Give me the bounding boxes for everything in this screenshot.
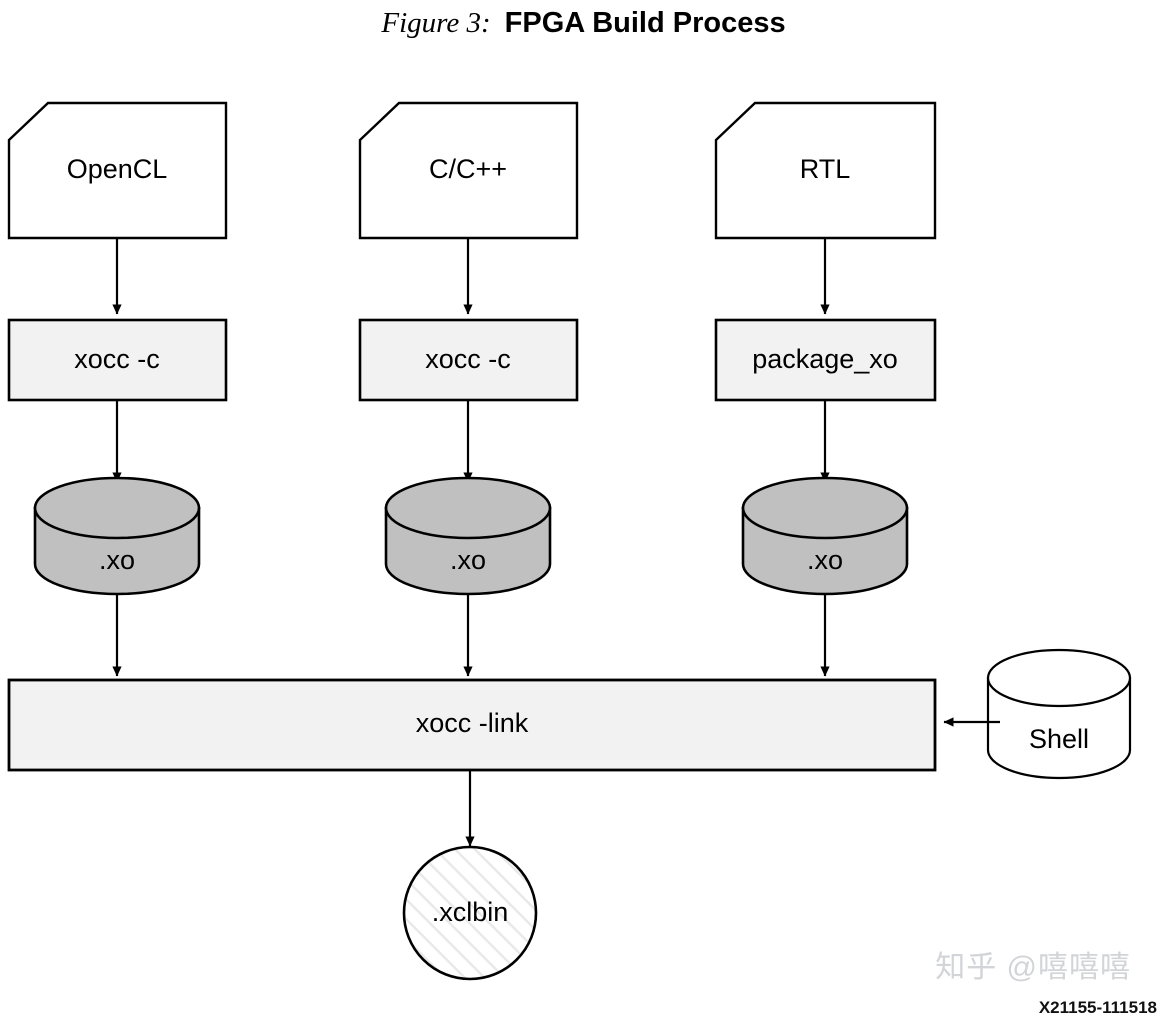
xocc-c-2-label: xocc -c xyxy=(425,344,511,374)
package-xo-label: package_xo xyxy=(752,344,898,374)
opencl-shape xyxy=(7,101,228,240)
process-node-xocc-link[interactable]: xocc -link xyxy=(7,678,937,772)
xocc-link-shape xyxy=(7,678,937,772)
xocc-c-1-label: xocc -c xyxy=(74,344,160,374)
xo-3-top xyxy=(741,476,909,540)
process-node-package-xo[interactable]: package_xo xyxy=(714,318,937,402)
xo-1-label: .xo xyxy=(99,545,135,575)
figure-title: Figure 3: FPGA Build Process xyxy=(0,2,1167,44)
object-node-xo-1[interactable]: .xo xyxy=(33,476,201,596)
zhihu-watermark: 知乎 @嘻嘻嘻 xyxy=(935,951,1131,984)
xo-2-top xyxy=(384,476,552,540)
shell-top xyxy=(986,648,1132,708)
xocc-c-2-shape xyxy=(358,318,579,402)
figure-number-label: Figure 3: xyxy=(381,7,491,39)
object-node-xo-3[interactable]: .xo xyxy=(741,476,909,596)
xclbin-shape xyxy=(402,845,538,981)
xo-2-label: .xo xyxy=(450,545,486,575)
opencl-label: OpenCL xyxy=(67,154,168,184)
rtl-label: RTL xyxy=(800,154,851,184)
source-node-rtl[interactable]: RTL xyxy=(714,101,937,240)
package-xo-shape xyxy=(714,318,937,402)
xocc-link-label: xocc -link xyxy=(416,708,529,738)
xo-1-top xyxy=(33,476,201,540)
xocc-c-1-shape xyxy=(7,318,228,402)
cpp-label: C/C++ xyxy=(429,154,507,184)
source-node-opencl[interactable]: OpenCL xyxy=(7,101,228,240)
source-node-cpp[interactable]: C/C++ xyxy=(358,101,579,240)
shell-label: Shell xyxy=(1029,724,1089,754)
process-node-xocc-c-1[interactable]: xocc -c xyxy=(7,318,228,402)
process-node-xocc-c-2[interactable]: xocc -c xyxy=(358,318,579,402)
figure-id-code: X21155-111518 xyxy=(1038,998,1157,1017)
rtl-shape xyxy=(714,101,937,240)
xclbin-label: .xclbin xyxy=(432,897,509,927)
object-node-xo-2[interactable]: .xo xyxy=(384,476,552,596)
cpp-shape xyxy=(358,101,579,240)
output-node-xclbin[interactable]: .xclbin xyxy=(402,845,538,981)
object-node-shell[interactable]: Shell xyxy=(986,648,1132,780)
figure-title-text: FPGA Build Process xyxy=(504,7,786,39)
xo-3-label: .xo xyxy=(807,545,843,575)
